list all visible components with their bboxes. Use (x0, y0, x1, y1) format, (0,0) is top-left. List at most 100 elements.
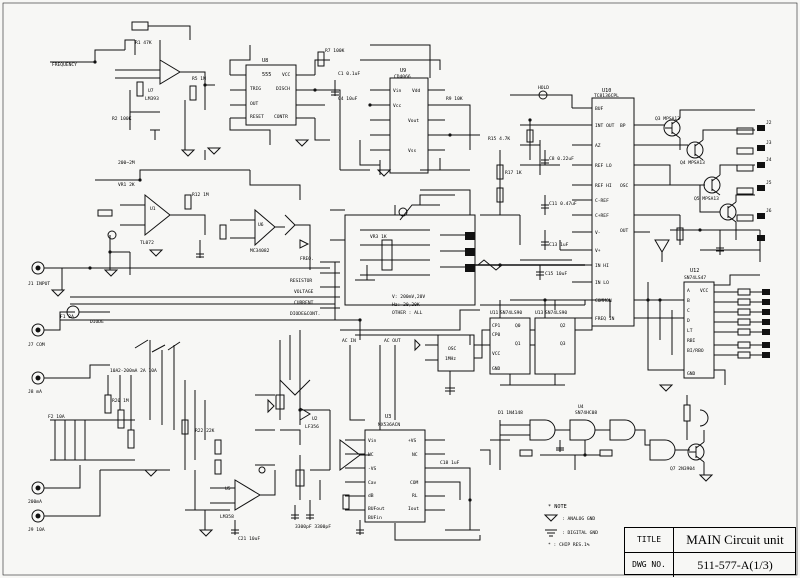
comp-label-r2: R2 100K (112, 116, 132, 122)
osc-ref: OSC (448, 346, 457, 352)
u3-pin-bufin: BUFin (368, 515, 382, 521)
u13-pin-q1: Q3 (560, 341, 566, 347)
u11-ref: U11 (490, 310, 499, 316)
note-header: * NOTE (548, 504, 567, 510)
u7-block (50, 21, 222, 160)
u3-ref: U3 (385, 414, 391, 420)
u4-part: SN74HC08 (575, 410, 597, 416)
j8-label: J8 mA (28, 389, 42, 395)
u12-pin-b: B (687, 298, 690, 304)
u3-pin-cav: Cav (368, 480, 377, 486)
j7-label: J7 COM (28, 342, 45, 348)
op-amp-network (95, 169, 311, 277)
comp-label-q7: Q7 2N3904 (670, 466, 695, 472)
u11-pin-vcc: VCC (492, 351, 501, 357)
caps-note-label: 3300pF 3300pF (295, 524, 331, 530)
disp-pin-j4: J4 (766, 157, 772, 163)
u13-ref: U13 (535, 310, 544, 316)
u9-pin-vcc: Vcc (393, 103, 402, 109)
diode-label: DIODE&CONT. (290, 311, 320, 317)
u3-pin-vs: +VS (408, 438, 417, 444)
u2-opamp (181, 380, 276, 537)
title-row: TITLE MAIN Circuit unit (625, 528, 795, 552)
range-10a-label: 10A (110, 368, 119, 374)
u9-pin-vss: Vss (408, 148, 417, 154)
u3-part: MX536ACN (378, 422, 400, 428)
u3-pin-bufout: BUFout (368, 506, 385, 512)
drawing-number-row: DWG NO. 511-577-A(1/3) (625, 552, 795, 577)
u8-ref: U8 (262, 58, 268, 64)
freq-in-label: FREQUENCY (52, 62, 77, 68)
range-switch-block (344, 189, 476, 306)
title-value: MAIN Circuit unit (686, 532, 784, 547)
u10-pin-common: COMMON (595, 298, 612, 304)
input-jacks (31, 261, 361, 523)
comp-label-c1: C1 0.1uF (338, 71, 360, 77)
note-legend (543, 514, 559, 537)
u12-pin-bi: BI/RBO (687, 348, 704, 354)
u12-ref: U12 (690, 268, 699, 274)
drawing-number-value: 511-577-A(1/3) (697, 558, 773, 572)
note-analog: : ANALOG GND (562, 516, 595, 522)
u2-part: LF356 (305, 424, 319, 430)
disp-pin-j2: J2 (766, 120, 772, 126)
mode-hz-label: Hz: 20,20K (392, 302, 420, 308)
comp-label-c18: C18 1uF (440, 460, 460, 466)
u13-pin-q0: Q2 (560, 323, 566, 329)
mode-v-label: V: 200mV,20V (392, 294, 425, 300)
comp-label-q5: Q5 MPSA13 (694, 196, 719, 202)
u12-pin-c: C (687, 308, 690, 314)
ranges-label: 2-200mA 2A 10A (118, 368, 157, 374)
r200-label: 200~2M (118, 160, 135, 166)
u10-pin-reflo: REF LO (595, 163, 612, 169)
comp-label-c15: C15 10uF (545, 271, 567, 277)
j1-label: J1 INPUT (28, 281, 50, 287)
ac-in-label: AC IN (342, 338, 356, 344)
u1-ref: U1 (150, 206, 156, 212)
u10-pin-cref: C-REF (595, 198, 609, 204)
u3-pin-com: COM (410, 480, 419, 486)
current-label: CURRENT (294, 300, 314, 306)
disp-pin-j6: J6 (766, 208, 772, 214)
u8-pin-6: CONTR (274, 114, 288, 120)
u10-pin-freqin: FREQ IN (595, 316, 615, 322)
u8-pin-4: VCC (282, 72, 291, 78)
u4-gates (480, 395, 714, 482)
u3-pin-nc1: NC (368, 452, 374, 458)
u6-ref: U6 (258, 222, 264, 228)
hfe-section (280, 407, 370, 520)
u10-pin-refhi: REF HI (595, 183, 612, 189)
u12-pin-vcc: VCC (700, 288, 709, 294)
u7-part: LM393 (145, 96, 159, 102)
u12-pin-lt: LT (687, 328, 693, 334)
comp-label-q4: Q4 MPSA13 (680, 160, 705, 166)
u8-pin-1: TRIG (250, 86, 261, 92)
u9-pin-vin: Vin (393, 88, 402, 94)
comp-label-c21: C21 10uF (238, 536, 260, 542)
u8-pin-5: DISCH (276, 86, 290, 92)
comp-label-c8: C8 0.22uF (549, 156, 574, 162)
u12-74ls47 (634, 274, 770, 392)
u8-pin-2: OUT (250, 101, 259, 107)
u11-pin-cp1: CP1 (492, 323, 501, 329)
u10-part: TC8136CPL (594, 93, 619, 99)
note-digital: : DIGITAL GND (562, 530, 598, 536)
u3-pin-rl: RL (412, 493, 418, 499)
u10-pin-vp: V+ (595, 248, 601, 254)
u10-pin-buf: BUF (595, 106, 604, 112)
comp-label-c4: C4 10uF (338, 96, 358, 102)
u10-ref: U10 (602, 88, 611, 94)
comp-label-r5: R5 1M (192, 76, 206, 82)
comp-label-r17: R17 1K (505, 170, 522, 176)
u11-pin-q1: Q1 (515, 341, 521, 347)
comp-label-r9: R9 10K (446, 96, 463, 102)
u3-pin-vin: Vin (368, 438, 377, 444)
title-block: TITLE MAIN Circuit unit DWG NO. 511-577-… (624, 527, 796, 577)
note-chip: * : CHIP RES.1% (548, 542, 590, 548)
u8-part: 555 (262, 72, 271, 78)
display-drivers (634, 109, 765, 262)
u10-pin-int: INT OUT (595, 123, 615, 129)
disp-pin-j5: J5 (766, 180, 772, 186)
comp-label-c13: C13 1uF (549, 242, 569, 248)
